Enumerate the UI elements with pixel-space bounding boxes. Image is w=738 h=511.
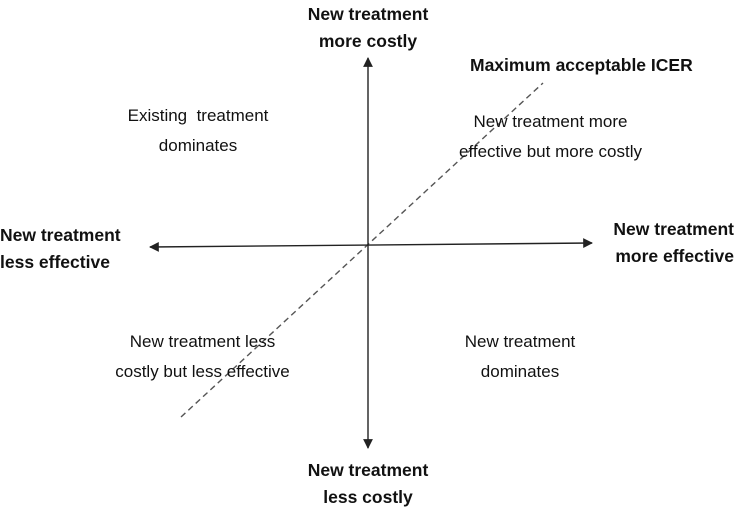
quadrant-bottom-left-line2: costly but less effective — [115, 362, 290, 381]
quadrant-bottom-right-line1: New treatment — [464, 332, 576, 351]
axis-label-bottom-line1: New treatment — [307, 460, 429, 480]
quadrant-bottom-right-line2: dominates — [480, 362, 560, 381]
quadrant-bottom-right: New treatment dominates — [430, 327, 610, 387]
horizontal-axis-effectiveness — [149, 238, 593, 252]
threshold-label-text: Maximum acceptable ICER — [470, 55, 693, 75]
quadrant-top-left: Existing treatment dominates — [98, 101, 298, 161]
quadrant-top-right: New treatment more effective but more co… — [438, 107, 663, 167]
axis-label-top: New treatment more costly — [293, 1, 443, 55]
axis-label-right: New treatment more effective — [596, 216, 734, 270]
threshold-dashed-line — [180, 82, 544, 418]
axis-label-right-line1: New treatment — [613, 219, 734, 239]
quadrant-bottom-left-line1: New treatment less — [129, 332, 276, 351]
axis-label-left-line2: less effective — [0, 252, 110, 272]
quadrant-top-right-line1: New treatment more — [473, 112, 628, 131]
axis-label-right-line2: more effective — [615, 246, 734, 266]
axis-label-bottom: New treatment less costly — [293, 457, 443, 511]
axis-label-top-line2: more costly — [318, 31, 418, 51]
threshold-label: Maximum acceptable ICER — [470, 52, 720, 79]
quadrant-bottom-left: New treatment less costly but less effec… — [95, 327, 310, 387]
axis-label-left: New treatment less effective — [0, 222, 140, 276]
quadrant-top-left-line2: dominates — [158, 136, 238, 155]
axis-label-left-line1: New treatment — [0, 225, 121, 245]
axis-label-bottom-line2: less costly — [323, 487, 413, 507]
quadrant-top-left-line1: Existing treatment — [127, 106, 269, 125]
quadrant-top-right-line2: effective but more costly — [459, 142, 642, 161]
axis-label-top-line1: New treatment — [307, 4, 429, 24]
